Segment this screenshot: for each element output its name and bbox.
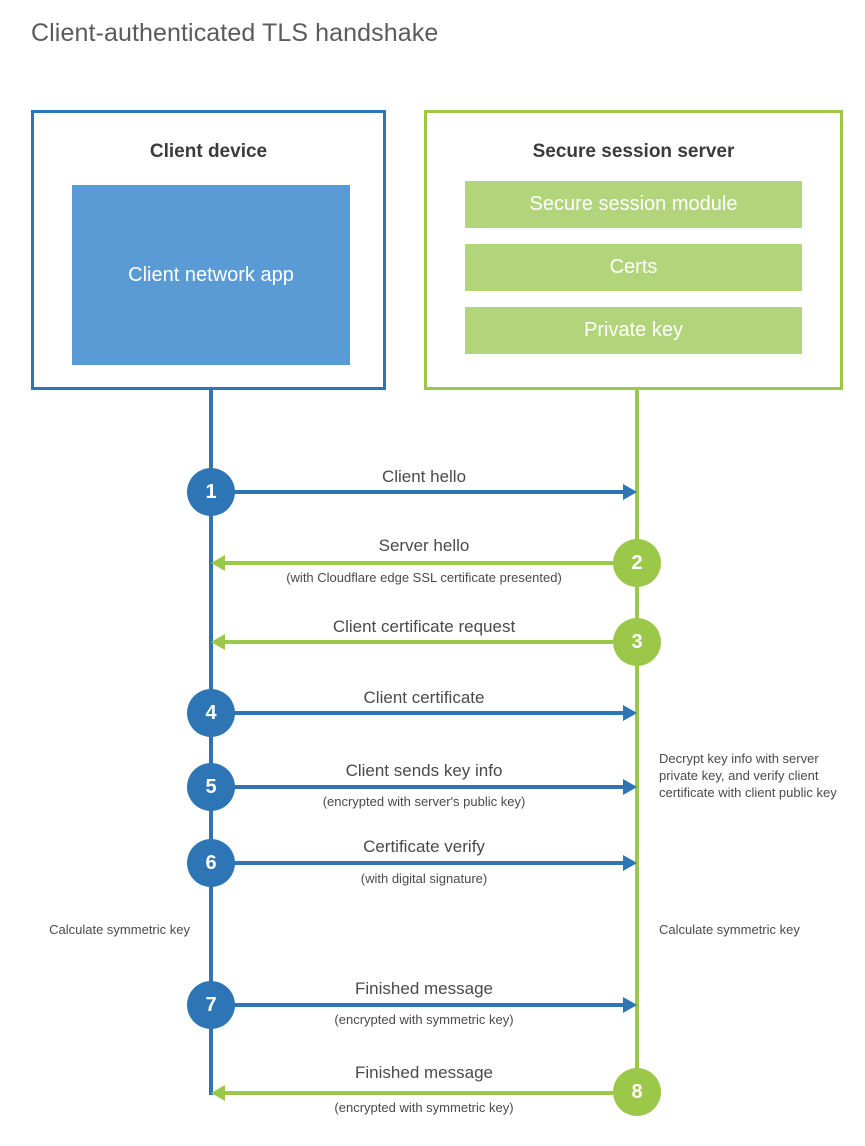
step-7-sublabel: (encrypted with symmetric key) (334, 1012, 514, 1027)
client-device-title: Client device (149, 141, 268, 162)
step-5-label: Client sends key info (345, 761, 503, 780)
client-network-app-block: Client network app (72, 185, 350, 365)
step-3-marker[interactable]: 3 (613, 618, 661, 666)
arrowhead-icon (623, 705, 637, 721)
arrowhead-icon (623, 484, 637, 500)
step-7-arrow (233, 997, 637, 1013)
step-7-marker[interactable]: 7 (187, 981, 235, 1029)
step-3-label: Client certificate request (332, 617, 516, 636)
step-6-marker[interactable]: 6 (187, 839, 235, 887)
step-8-arrow (211, 1085, 613, 1101)
step-3-arrow (211, 634, 613, 650)
page-title: Client-authenticated TLS handshake (31, 19, 439, 47)
server-module-list: Secure session module Certs Private key (465, 181, 802, 354)
step-6-sublabel: (with digital signature) (360, 871, 488, 886)
step-2-label: Server hello (378, 536, 470, 555)
step-5-marker[interactable]: 5 (187, 763, 235, 811)
step-5-sublabel: (encrypted with server's public key) (322, 794, 526, 809)
step-1-marker[interactable]: 1 (187, 468, 235, 516)
secure-session-server-box: Secure session server Secure session mod… (424, 110, 843, 390)
step-4-arrow (233, 705, 637, 721)
client-device-box: Client device Client network app (31, 110, 386, 390)
server-module-private-key: Private key (465, 307, 802, 354)
server-decrypt-note: Decrypt key info with server private key… (659, 751, 837, 800)
step-2-marker[interactable]: 2 (613, 539, 661, 587)
client-lifeline (209, 390, 213, 1095)
step-5-arrow (233, 779, 637, 795)
arrowhead-icon (623, 997, 637, 1013)
step-6-arrow (233, 855, 637, 871)
step-8-marker[interactable]: 8 (613, 1068, 661, 1116)
arrowhead-icon (623, 855, 637, 871)
server-module-secure-session-module: Secure session module (465, 181, 802, 228)
step-2-arrow (211, 555, 613, 571)
client-calculate-symmetric-key-note: Calculate symmetric key (49, 922, 190, 937)
step-4-label: Client certificate (363, 688, 485, 707)
arrowhead-icon (211, 634, 225, 650)
step-7-label: Finished message (355, 979, 493, 998)
step-4-marker[interactable]: 4 (187, 689, 235, 737)
step-2-sublabel: (with Cloudflare edge SSL certificate pr… (286, 570, 562, 585)
arrowhead-icon (623, 779, 637, 795)
server-lifeline (635, 390, 639, 1092)
step-1-arrow (233, 484, 637, 500)
arrowhead-icon (211, 1085, 225, 1101)
step-6-label: Certificate verify (363, 837, 485, 856)
step-1-label: Client hello (381, 467, 467, 486)
step-8-sublabel: (encrypted with symmetric key) (334, 1100, 514, 1115)
step-8-label: Finished message (355, 1063, 493, 1082)
arrowhead-icon (211, 555, 225, 571)
server-calculate-symmetric-key-note: Calculate symmetric key (659, 922, 800, 937)
server-module-certs: Certs (465, 244, 802, 291)
secure-session-server-title: Secure session server (532, 141, 735, 162)
